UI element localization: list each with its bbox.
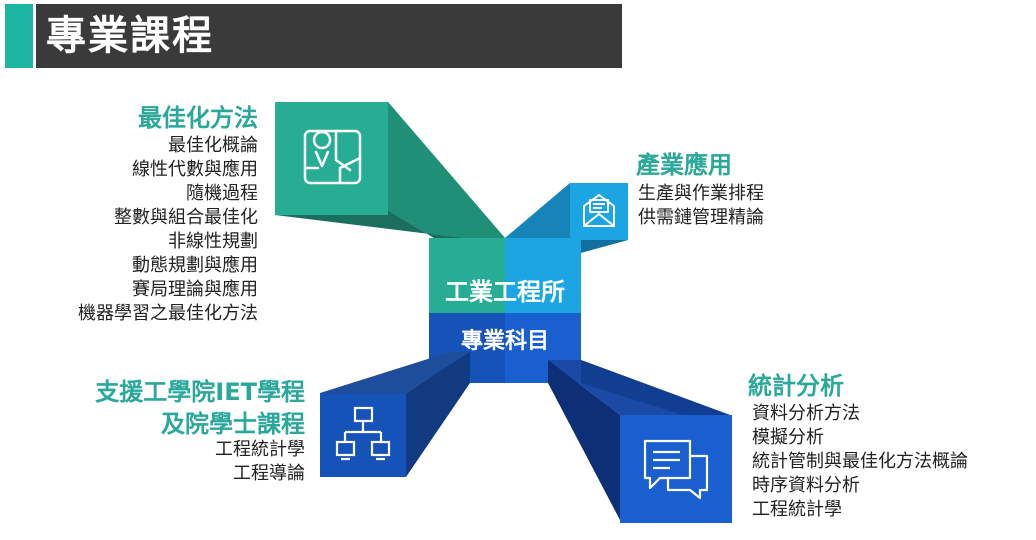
list-item: 資料分析方法 [752,403,860,424]
list-item: 機器學習之最佳化方法 [78,303,258,324]
group-title-support-line1: 支援工學院IET學程 [95,378,305,406]
list-item: 生產與作業排程 [638,183,764,204]
arm-optimization-side [388,102,505,260]
chat-document-icon [643,439,709,500]
block-optimization [275,102,388,215]
block-support [320,393,406,477]
list-industry: 生產與作業排程 供需鏈管理精論 [638,182,764,230]
list-item: 模擬分析 [752,427,824,448]
center-block-top-right [505,238,581,313]
list-item: 動態規劃與應用 [132,255,258,276]
block-statistics [620,415,732,523]
title-accent-bar [5,4,33,68]
center-label-institute: 工業工程所 [445,278,565,306]
list-item: 工程統計學 [752,499,842,520]
list-item: 時序資料分析 [752,475,860,496]
group-title-support-line2: 及院學士課程 [161,410,305,438]
list-item: 隨機過程 [186,183,258,204]
network-icon [335,406,391,461]
list-item: 整數與組合最佳化 [114,207,258,228]
center-label-subjects: 專業科目 [460,329,549,354]
arm-statistics-side [548,360,620,520]
envelope-open-icon [583,194,615,227]
arm-statistics-right [581,360,730,430]
list-item: 統計管制與最佳化方法概論 [752,451,968,472]
list-item: 最佳化概論 [168,135,258,156]
list-optimization: 最佳化概論 線性代數與應用 隨機過程 整數與組合最佳化 非線性規劃 動態規劃與應… [78,134,258,326]
group-title-optimization: 最佳化方法 [138,104,258,132]
arm-support-side [406,352,470,477]
list-item: 非線性規劃 [168,231,258,252]
group-title-industry: 產業應用 [636,151,732,179]
center-block-top-left [429,238,505,313]
group-title-statistics: 統計分析 [748,372,844,400]
arm-support-top [320,352,470,393]
list-item: 工程導論 [233,463,305,484]
list-item: 線性代數與應用 [132,159,258,180]
list-item: 工程統計學 [215,439,305,460]
page-title: 專業課程 [36,4,622,68]
map-pin-route-icon [303,129,362,185]
list-support: 工程統計學 工程導論 [215,438,305,486]
list-statistics: 資料分析方法 模擬分析 統計管制與最佳化方法概論 時序資料分析 工程統計學 [752,402,968,522]
list-item: 賽局理論與應用 [132,279,258,300]
list-item: 供需鏈管理精論 [638,207,764,228]
